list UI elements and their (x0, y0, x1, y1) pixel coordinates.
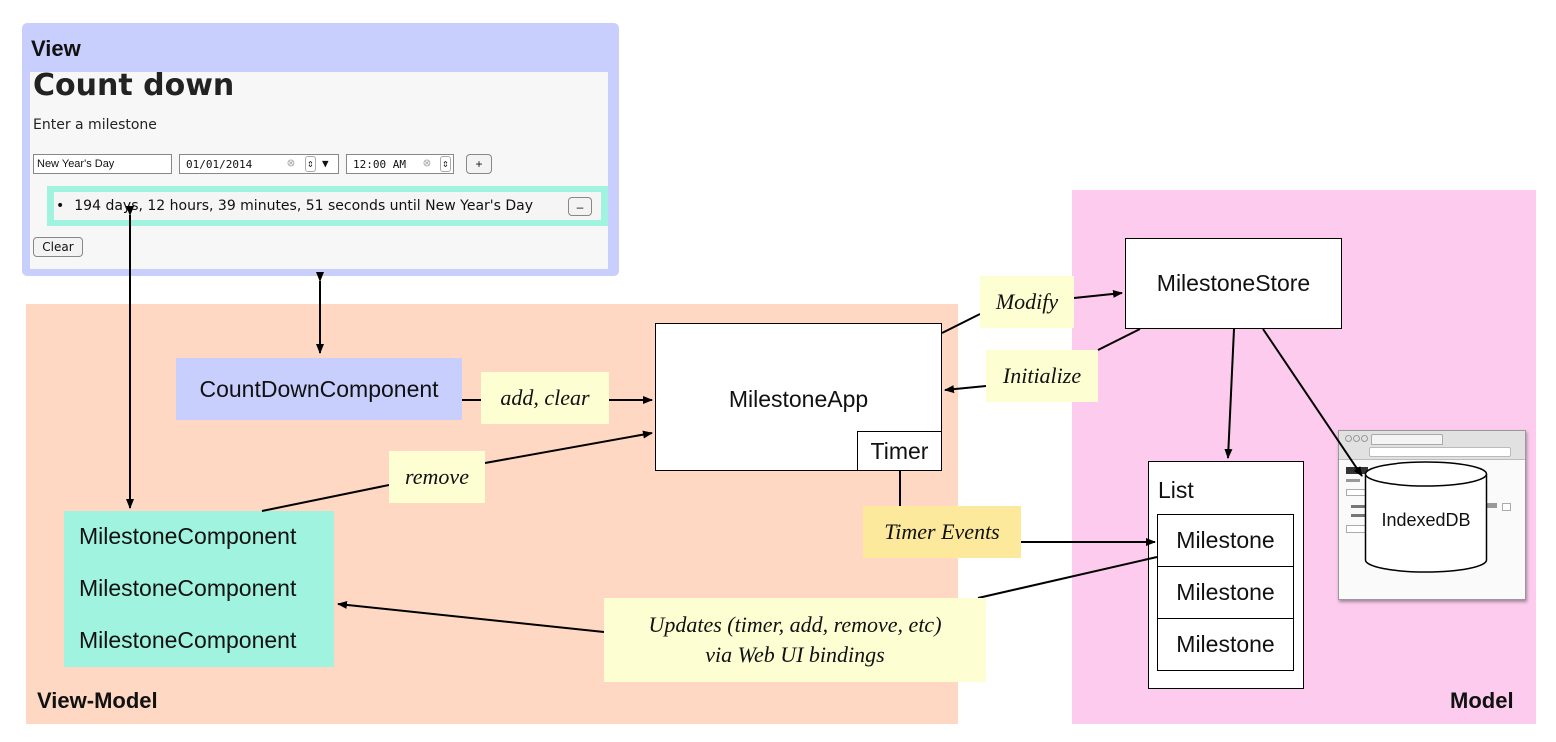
window-dot-icon (1353, 435, 1360, 442)
view-model-region-title: View-Model (37, 688, 158, 713)
browser-tab (1371, 434, 1443, 445)
date-value: 01/01/2014 (186, 157, 253, 171)
updates-arrow (337, 600, 605, 633)
milestone-name-value: New Year's Day (37, 158, 115, 170)
clear-button[interactable]: Clear (33, 237, 83, 257)
milestone-item-2: Milestone (1157, 566, 1294, 619)
time-input[interactable]: 12:00 AM ⊗ ⇕ (346, 154, 454, 174)
thumbnail-list-line (1351, 514, 1365, 517)
milestone-component-2: MilestoneComponent (79, 575, 297, 601)
indexeddb-label: IndexedDB (1381, 510, 1471, 530)
address-bar (1369, 447, 1511, 457)
milestone-text: 194 days, 12 hours, 39 minutes, 51 secon… (74, 198, 534, 214)
window-dot-icon (1345, 435, 1352, 442)
updates-label-line-1: Updates (timer, add, remove, etc) (648, 612, 942, 637)
date-spinner-icon[interactable]: ⇕ (305, 156, 316, 172)
remove-line (261, 484, 390, 512)
updates-label: Updates (timer, add, remove, etc) via We… (604, 598, 986, 682)
dropdown-arrow-icon[interactable]: ▼ (322, 157, 329, 170)
timer-events-label: Timer Events (863, 506, 1021, 558)
thumbnail-list-line (1351, 505, 1365, 508)
model-region-title: Model (1450, 688, 1514, 713)
thumbnail-remove-button (1502, 503, 1511, 511)
store-db-arrow (1262, 328, 1363, 477)
timer-box: Timer (857, 431, 942, 471)
remove-button[interactable]: – (568, 197, 592, 216)
add-button[interactable]: + (466, 154, 492, 174)
initialize-line (1097, 328, 1141, 351)
thumbnail-text-line (1479, 503, 1497, 508)
remove-label: remove (389, 451, 485, 503)
bullet-icon: • (56, 198, 65, 214)
milestone-item: • 194 days, 12 hours, 39 minutes, 51 sec… (54, 192, 601, 220)
countdown-component: CountDownComponent (176, 358, 462, 420)
milestone-component-3: MilestoneComponent (79, 627, 297, 653)
window-dot-icon (1361, 435, 1368, 442)
view-region-title: View (31, 36, 81, 61)
time-spinner-icon[interactable]: ⇕ (440, 156, 451, 172)
thumbnail-text-line (1346, 479, 1360, 482)
clear-time-icon[interactable]: ⊗ (423, 156, 431, 171)
initialize-arrow (944, 385, 987, 394)
milestone-item-3: Milestone (1157, 618, 1294, 671)
modify-label: Modify (980, 276, 1074, 328)
milestone-store-box: MilestoneStore (1125, 238, 1342, 329)
date-input[interactable]: 01/01/2014 ⊗ ⇕ ▼ (179, 154, 339, 174)
modify-line (941, 313, 981, 334)
add-clear-label: add, clear (481, 372, 609, 424)
milestone-component-1: MilestoneComponent (79, 523, 297, 549)
indexeddb-cylinder (1364, 461, 1488, 573)
milestone-app-label: MilestoneApp (728, 385, 869, 412)
milestone-name-input[interactable]: New Year's Day (33, 154, 172, 174)
milestone-item-1: Milestone (1157, 514, 1294, 567)
updates-line (977, 556, 1158, 599)
clear-date-icon[interactable]: ⊗ (287, 156, 295, 171)
list-label: List (1158, 477, 1194, 503)
initialize-label: Initialize (986, 350, 1098, 402)
app-title: Count down (33, 68, 235, 103)
modify-arrow (1073, 289, 1123, 299)
app-subtitle: Enter a milestone (33, 117, 157, 133)
milestone-components-group: MilestoneComponent MilestoneComponent Mi… (64, 511, 334, 667)
store-list-arrow (1224, 328, 1235, 459)
updates-label-line-2: via Web UI bindings (705, 642, 885, 667)
remove-arrow (484, 430, 653, 464)
time-value: 12:00 AM (353, 157, 406, 171)
